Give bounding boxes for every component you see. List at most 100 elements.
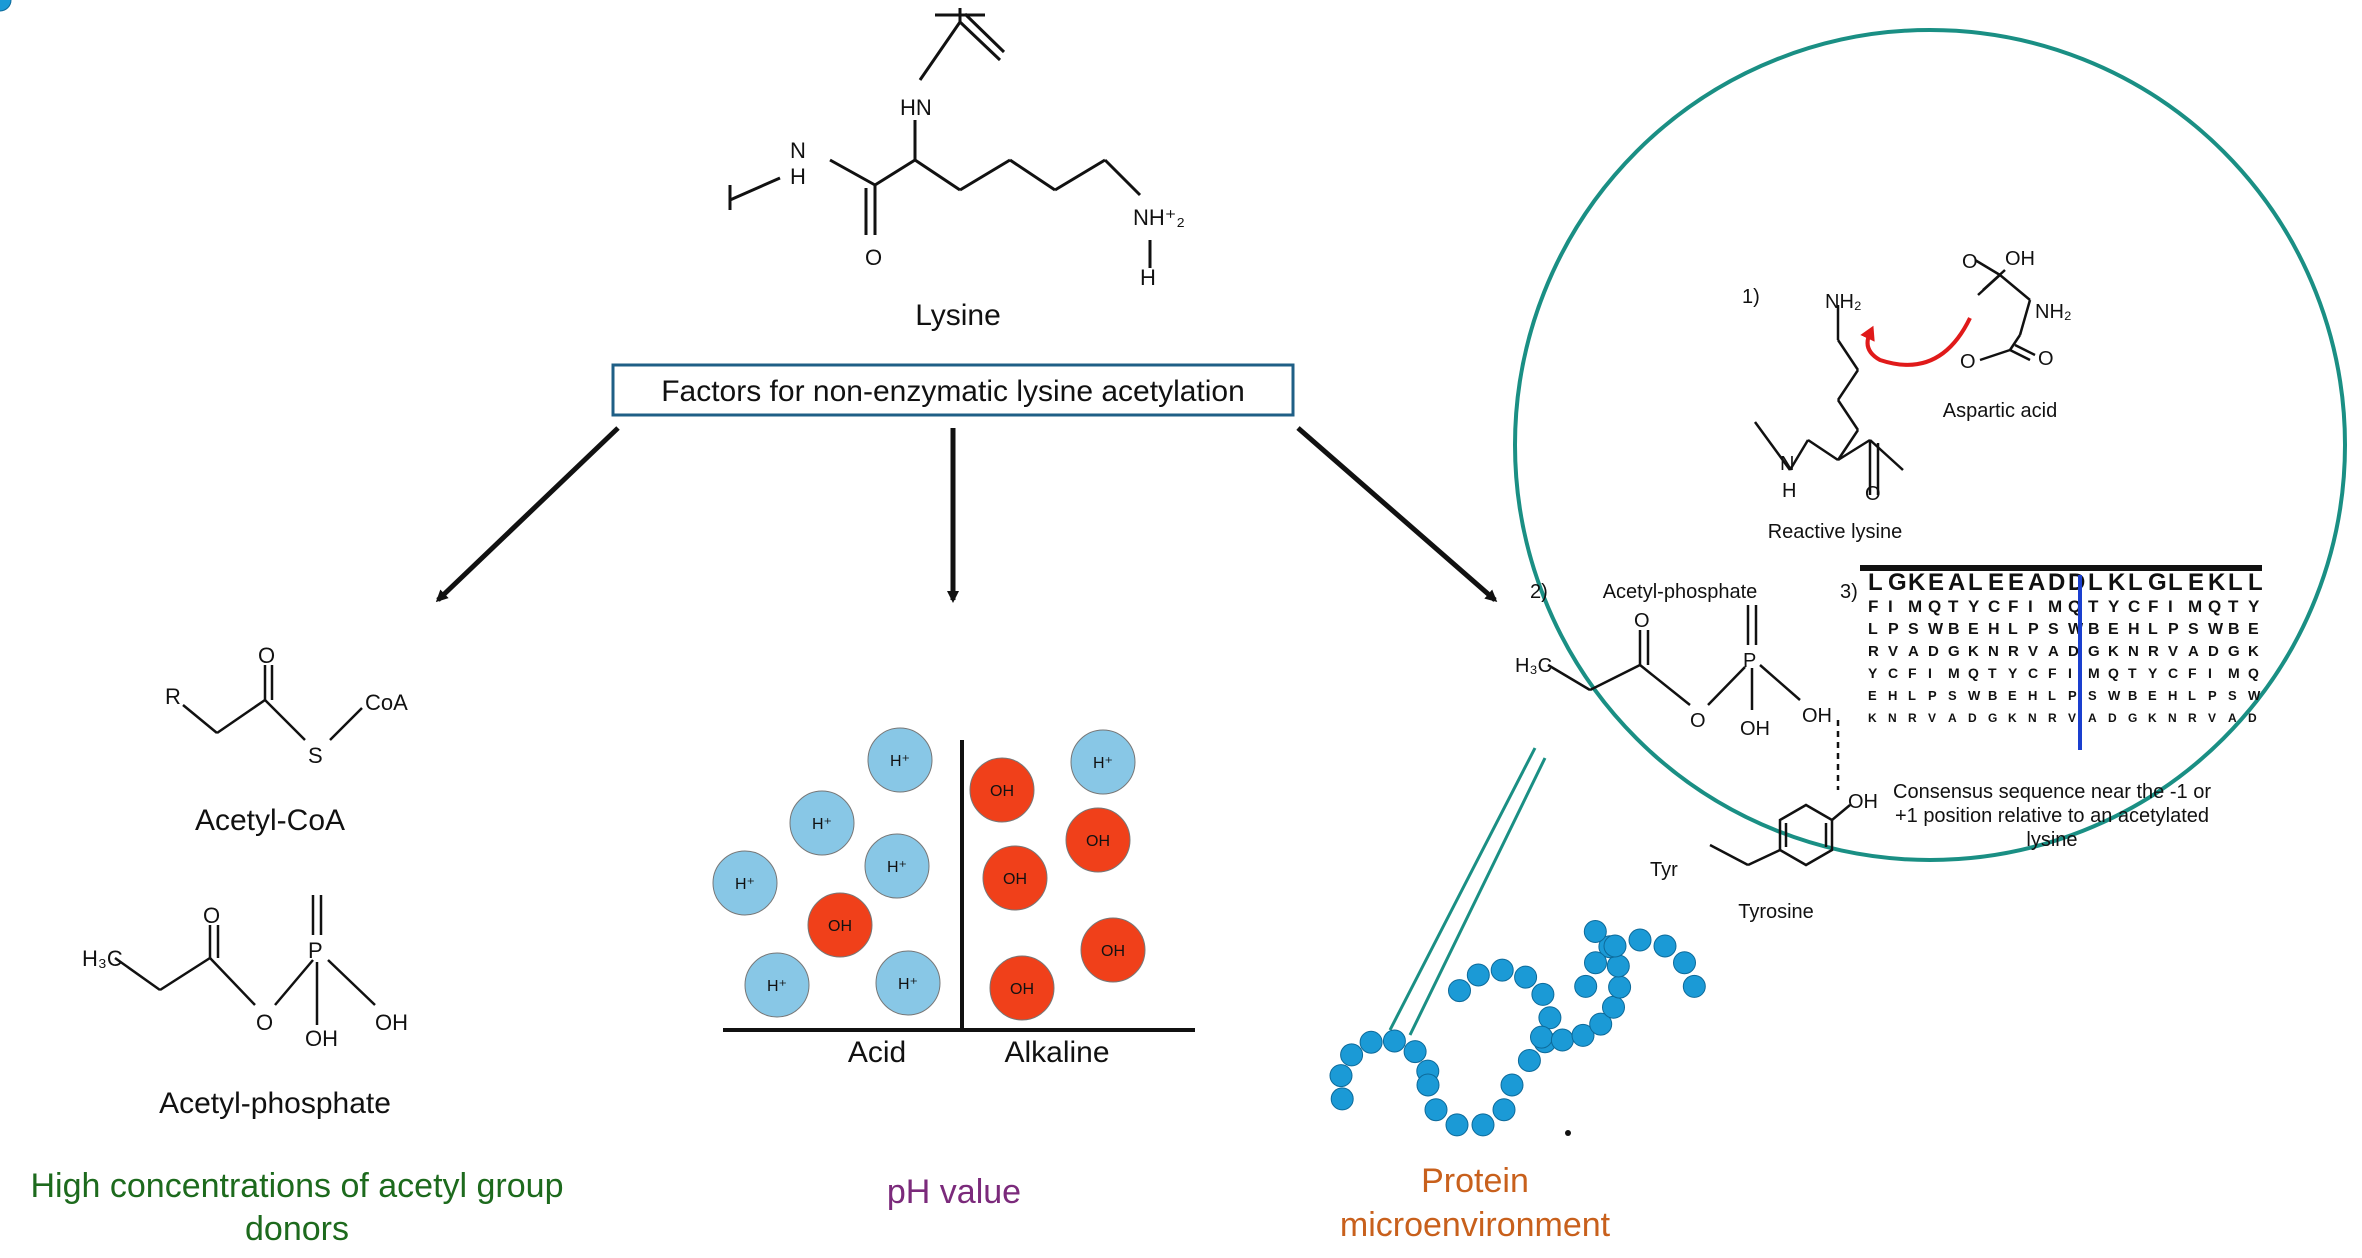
logo-letter: E: [1968, 621, 1979, 638]
protein-bead: [1492, 1098, 1516, 1122]
logo-letter: Y: [2008, 665, 2018, 681]
logo-letter: Q: [2248, 665, 2259, 681]
logo-letter: F: [2148, 597, 2158, 616]
protein-bead: [1571, 1023, 1595, 1047]
atom-h3c-right: H₃C: [1515, 655, 1552, 677]
atom-n: N: [790, 138, 806, 163]
atom-r: R: [165, 684, 181, 709]
acetyl-phosphate-label-left: Acetyl-phosphate: [159, 1087, 391, 1120]
aspartic-acid-structure: [1974, 258, 2036, 362]
logo-letter: Q: [2208, 597, 2221, 616]
logo-letter: G: [1888, 569, 1907, 596]
atom-hn: HN: [900, 95, 932, 120]
protein-bead: [0, 0, 12, 12]
protein-bead: [1584, 951, 1607, 975]
logo-letter: L: [2168, 569, 2183, 596]
logo-letter: D: [2208, 643, 2219, 660]
atom-p-left: P: [308, 938, 323, 963]
logo-letter: R: [2048, 711, 2057, 725]
logo-letter: G: [1988, 711, 1997, 725]
protein-bead: [1589, 1012, 1613, 1036]
logo-letter: L: [1968, 569, 1983, 596]
logo-letter: I: [2068, 665, 2072, 681]
atom-o-left-1: O: [203, 903, 220, 928]
protein-bead: [1340, 1043, 1364, 1067]
logo-letter: S: [1948, 688, 1957, 703]
atom-o: O: [865, 245, 882, 270]
protein-bead: [1538, 1006, 1562, 1030]
acetyl-phosphate-label-right: Acetyl-phosphate: [1603, 581, 1758, 603]
logo-letter: B: [1988, 688, 1997, 703]
logo-letter: N: [2128, 643, 2139, 660]
proton-circle-label: H⁺: [767, 978, 787, 995]
logo-letter: M: [2188, 597, 2202, 616]
logo-letter: D: [2068, 569, 2085, 596]
logo-letter: Y: [2248, 597, 2260, 616]
protein-bead: [1471, 1113, 1495, 1137]
atom-h-bottom: H: [1140, 265, 1156, 290]
proton-circle-label: H⁺: [887, 859, 907, 876]
logo-letter: Q: [2068, 597, 2081, 616]
atom-o-left-2: O: [256, 1010, 273, 1035]
logo-letter: I: [1928, 665, 1932, 681]
atom-oh-right-2: OH: [1802, 705, 1832, 727]
logo-letter: I: [2028, 597, 2033, 616]
logo-letter: B: [2228, 621, 2240, 638]
logo-letter: H: [1888, 688, 1897, 703]
logo-letter: C: [2168, 665, 2178, 681]
atom-o-lysine: O: [1865, 483, 1881, 505]
logo-letter: F: [2008, 597, 2018, 616]
logo-letter: N: [1888, 711, 1897, 725]
logo-letter: V: [2068, 711, 2076, 725]
caption-acetyl-donors-line2: donors: [245, 1210, 349, 1248]
logo-letter: E: [2148, 688, 2157, 703]
logo-letter: R: [1868, 643, 1879, 660]
atom-oh-left-1: OH: [305, 1026, 338, 1051]
acetyl-phosphate-left: [114, 895, 376, 1025]
logo-letter: Y: [1868, 665, 1878, 681]
atom-o-asp-3: O: [2038, 348, 2054, 370]
logo-letter: I: [2168, 597, 2173, 616]
protein-bead: [1602, 995, 1625, 1019]
protein-bead: [1466, 963, 1490, 987]
logo-letter: H: [2128, 621, 2140, 638]
atom-o-asp-2: O: [1960, 351, 1976, 373]
step-2-label: 2): [1530, 581, 1548, 603]
logo-letter: P: [2028, 621, 2039, 638]
logo-letter: G: [2148, 569, 2167, 596]
red-arrow: [1860, 317, 1972, 367]
logo-letter: D: [1968, 711, 1977, 725]
protein-bead: [1359, 1030, 1383, 1054]
atom-o-coa: O: [258, 643, 275, 668]
proton-circle: [875, 950, 941, 1016]
protein-bead: [1445, 1113, 1469, 1137]
logo-letter: D: [2048, 569, 2065, 596]
atom-h-lysine: H: [1782, 480, 1796, 502]
logo-letter: P: [2208, 688, 2217, 703]
logo-letter: R: [2188, 711, 2197, 725]
logo-letter: D: [2108, 711, 2117, 725]
logo-letter: K: [1868, 711, 1877, 725]
logo-letter: W: [2248, 688, 2261, 703]
logo-letter: F: [1908, 665, 1917, 681]
logo-letter: R: [2148, 643, 2159, 660]
logo-letter: C: [1888, 665, 1898, 681]
acetyl-coa-label: Acetyl-CoA: [195, 804, 345, 837]
logo-letter: T: [2088, 597, 2099, 616]
logo-letter: M: [1908, 597, 1922, 616]
logo-letter: W: [1968, 688, 1981, 703]
logo-letter: E: [1988, 569, 2004, 596]
logo-letter: N: [2168, 711, 2177, 725]
atom-o-right-1: O: [1634, 610, 1650, 632]
reactive-lysine-structure: [1753, 305, 1904, 495]
logo-letter: A: [1948, 711, 1957, 725]
protein-bead: [1682, 974, 1706, 998]
logo-letter: L: [1868, 569, 1883, 596]
logo-letter: W: [1928, 621, 1944, 638]
logo-letter: N: [1988, 643, 1999, 660]
zoom-circle: [1513, 28, 2347, 862]
logo-letter: P: [2168, 621, 2179, 638]
protein-bead: [1583, 920, 1607, 943]
logo-letter: Q: [1928, 597, 1941, 616]
